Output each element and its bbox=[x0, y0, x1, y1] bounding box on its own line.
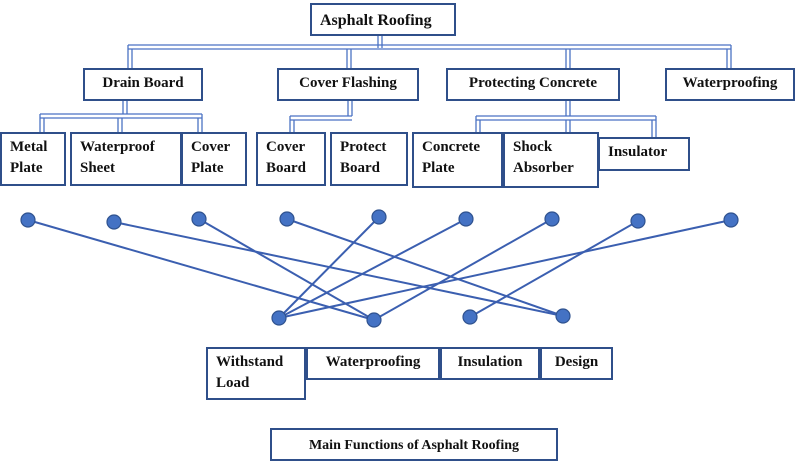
connector-line bbox=[373, 218, 553, 321]
component-line: Cover bbox=[191, 139, 231, 155]
connector-line bbox=[278, 219, 732, 319]
hierarchy-lines bbox=[39, 36, 732, 137]
function-dot bbox=[462, 309, 478, 325]
component-line: Protect bbox=[340, 139, 387, 155]
component-cover-board: Cover Board bbox=[256, 132, 326, 186]
function-dots bbox=[271, 308, 571, 328]
component-dot bbox=[106, 214, 122, 230]
function-design: Design bbox=[540, 347, 613, 380]
connector-line bbox=[469, 220, 639, 318]
function-dot bbox=[271, 310, 287, 326]
component-metal-plate: Metal Plate bbox=[0, 132, 66, 186]
category-waterproofing: Waterproofing bbox=[665, 68, 795, 101]
component-dot bbox=[544, 211, 560, 227]
connector-line bbox=[286, 218, 564, 317]
component-insulator: Insulator bbox=[598, 137, 690, 171]
category-protecting-concrete: Protecting Concrete bbox=[446, 68, 620, 101]
function-withstand-load: Withstand Load bbox=[206, 347, 306, 400]
component-protect-board: Protect Board bbox=[330, 132, 408, 186]
connector-line bbox=[27, 219, 375, 321]
component-dot bbox=[723, 212, 739, 228]
component-cover-plate: Cover Plate bbox=[181, 132, 247, 186]
root-node: Asphalt Roofing bbox=[310, 3, 456, 36]
component-dot bbox=[458, 211, 474, 227]
diagram-caption: Main Functions of Asphalt Roofing bbox=[270, 428, 558, 461]
component-line: Shock bbox=[513, 139, 553, 155]
function-dot bbox=[366, 312, 382, 328]
function-line: Load bbox=[216, 375, 250, 391]
function-insulation: Insulation bbox=[440, 347, 540, 380]
component-dot bbox=[630, 213, 646, 229]
connector-line bbox=[278, 216, 380, 319]
connector-line bbox=[278, 218, 467, 319]
component-line: Absorber bbox=[513, 160, 574, 176]
component-line: Board bbox=[340, 160, 381, 176]
category-cover-flashing: Cover Flashing bbox=[277, 68, 419, 101]
function-line: Waterproofing bbox=[325, 354, 421, 370]
function-line: Insulation bbox=[457, 354, 523, 370]
component-line: Cover bbox=[266, 139, 306, 155]
function-line: Design bbox=[554, 354, 599, 370]
component-line: Board bbox=[266, 160, 307, 176]
component-line: Insulator bbox=[608, 144, 668, 160]
component-line: Plate bbox=[191, 160, 224, 176]
component-line: Metal bbox=[10, 139, 48, 155]
function-connector-lines bbox=[27, 216, 732, 321]
component-dot bbox=[371, 209, 387, 225]
component-waterproof-sheet: Waterproof Sheet bbox=[70, 132, 182, 186]
function-line: Withstand bbox=[216, 354, 284, 370]
component-dots bbox=[20, 209, 739, 230]
category-drain-board: Drain Board bbox=[83, 68, 203, 101]
function-waterproofing: Waterproofing bbox=[306, 347, 440, 380]
component-dot bbox=[191, 211, 207, 227]
component-shock-absorber: Shock Absorber bbox=[503, 132, 599, 188]
component-line: Sheet bbox=[80, 160, 115, 176]
connector-line bbox=[113, 221, 564, 317]
component-line: Plate bbox=[10, 160, 43, 176]
component-line: Plate bbox=[422, 160, 455, 176]
connector-line bbox=[198, 218, 375, 321]
component-line: Concrete bbox=[422, 139, 481, 155]
component-concrete-plate: Concrete Plate bbox=[412, 132, 503, 188]
function-dot bbox=[555, 308, 571, 324]
component-line: Waterproof bbox=[80, 139, 155, 155]
component-dot bbox=[20, 212, 36, 228]
component-dot bbox=[279, 211, 295, 227]
